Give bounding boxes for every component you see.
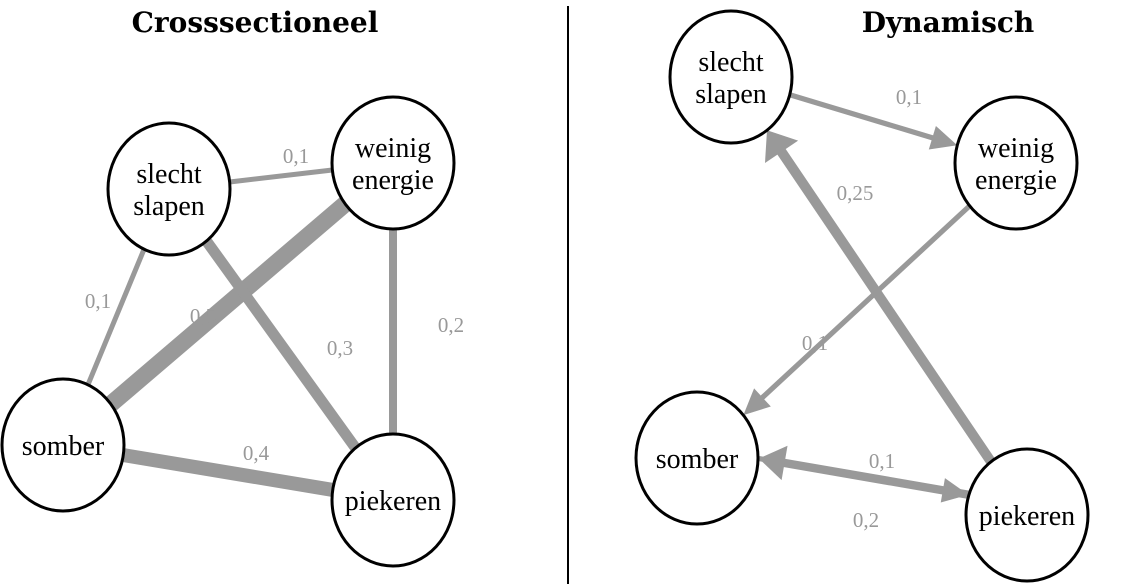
node-label: energie [352, 165, 434, 196]
edge-slecht-slapen-weinig-energie [789, 92, 936, 141]
arrowhead-icon [928, 125, 958, 150]
edge-somber-piekeren [122, 448, 334, 497]
edge-labels-group: 0,1 0,25 0,1 0,1 0,2 [802, 85, 922, 532]
node-piekeren: piekeren [964, 447, 1090, 583]
node-circle [953, 95, 1079, 231]
edge-weight-label: 0,1 [802, 331, 828, 355]
edges-group [743, 92, 996, 503]
edge-weight-label: 0,4 [243, 441, 270, 465]
node-circle [330, 95, 456, 231]
edge-weight-label: 0,1 [283, 144, 309, 168]
edge-weight-label: 0,2 [853, 508, 879, 532]
node-label: slecht [698, 47, 764, 78]
edge-weight-label: 0,1 [896, 85, 922, 109]
edge-piekeren-somber [781, 458, 970, 499]
panel-title-crosssectional: Crosssectioneel [132, 6, 379, 39]
arrowhead-icon [743, 388, 771, 416]
arrowhead-icon [758, 445, 788, 481]
node-piekeren: piekeren [330, 432, 456, 568]
node-somber: somber [634, 390, 760, 526]
edge-slecht-slapen-somber [85, 248, 147, 386]
node-label: weinig [978, 133, 1054, 164]
edge-weight-label: 0,25 [837, 181, 874, 205]
node-label: energie [975, 165, 1057, 196]
node-label: piekeren [345, 486, 441, 517]
edge-somber-weinig-energie [105, 197, 351, 411]
node-circle [634, 390, 760, 526]
edge-slecht-slapen-piekeren [202, 237, 360, 452]
node-somber: somber [0, 377, 126, 513]
edge-weight-label: 0,1 [85, 289, 111, 313]
crosssectional-panel: Crosssectioneel 0,1 0,1 0,5 0,3 0,2 0,4 slech… [0, 6, 464, 568]
panel-title-dynamic: Dynamisch [862, 6, 1034, 39]
node-circle [668, 9, 794, 145]
node-circle [106, 121, 232, 257]
node-circle [964, 447, 1090, 583]
node-label: somber [656, 444, 739, 475]
edge-weight-label: 0,2 [438, 313, 464, 337]
node-circle [330, 432, 456, 568]
edge-slecht-slapen-weinig-energie [229, 167, 333, 185]
node-label: weinig [355, 133, 431, 164]
edge-weight-label: 0,5 [190, 304, 216, 328]
edges-group [85, 167, 397, 497]
node-label: slecht [136, 159, 202, 190]
edge-weight-label: 0,3 [327, 336, 353, 360]
node-circle [0, 377, 126, 513]
arrowhead-icon [764, 130, 799, 164]
node-label: slapen [695, 79, 767, 110]
edge-piekeren-slecht-slapen [776, 147, 996, 465]
node-label: somber [22, 431, 105, 462]
edge-weinig-energie-somber [759, 203, 972, 401]
node-label: piekeren [979, 501, 1075, 532]
edge-weight-label: 0,1 [869, 449, 895, 473]
edge-labels-group: 0,1 0,1 0,5 0,3 0,2 0,4 [85, 144, 464, 465]
node-label: slapen [133, 191, 205, 222]
